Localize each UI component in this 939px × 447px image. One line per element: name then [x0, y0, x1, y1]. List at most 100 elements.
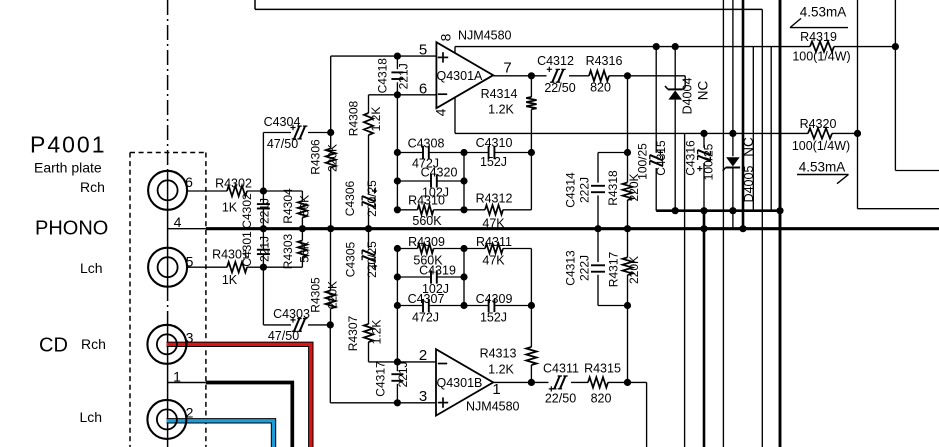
- svg-text:47K: 47K: [482, 254, 505, 268]
- svg-text:NJM4580: NJM4580: [466, 400, 520, 414]
- svg-text:D4004: D4004: [681, 78, 695, 115]
- svg-text:PHONO: PHONO: [35, 218, 108, 240]
- svg-text:1.2K: 1.2K: [488, 103, 514, 117]
- svg-text:220K: 220K: [627, 256, 641, 284]
- svg-text:C4315: C4315: [654, 140, 668, 176]
- svg-text:C4308: C4308: [408, 137, 445, 151]
- svg-text:Rch: Rch: [80, 179, 105, 195]
- svg-text:47/50: 47/50: [267, 137, 298, 151]
- svg-text:560K: 560K: [413, 254, 443, 268]
- svg-text:R4303: R4303: [281, 234, 295, 270]
- svg-text:Lch: Lch: [80, 409, 103, 425]
- svg-text:47K: 47K: [482, 217, 505, 231]
- svg-text:220K: 220K: [627, 173, 641, 201]
- svg-text:R4304: R4304: [281, 188, 295, 224]
- svg-text:Earth plate: Earth plate: [34, 160, 102, 176]
- svg-text:C4303: C4303: [273, 307, 310, 321]
- svg-text:2: 2: [186, 405, 194, 421]
- svg-text:P4001: P4001: [30, 132, 107, 158]
- svg-text:D4005: D4005: [742, 166, 756, 203]
- svg-text:C4318: C4318: [376, 58, 390, 94]
- svg-text:1K: 1K: [222, 273, 238, 287]
- svg-text:2: 2: [419, 347, 427, 364]
- svg-text:560K: 560K: [412, 214, 442, 228]
- svg-text:5: 5: [419, 42, 427, 59]
- svg-text:472J: 472J: [412, 157, 439, 171]
- svg-text:R4318: R4318: [606, 170, 620, 206]
- svg-text:R4317: R4317: [607, 252, 621, 288]
- svg-text:Lch: Lch: [80, 260, 103, 276]
- svg-text:C4311: C4311: [543, 362, 579, 376]
- svg-text:100(1/4W): 100(1/4W): [792, 139, 850, 153]
- svg-text:C4312: C4312: [537, 54, 574, 68]
- svg-text:C4317: C4317: [374, 361, 388, 397]
- svg-text:C4306: C4306: [343, 181, 357, 217]
- svg-text:C4307: C4307: [408, 292, 445, 306]
- svg-text:R4305: R4305: [309, 277, 323, 313]
- svg-text:R4313: R4313: [480, 347, 517, 361]
- svg-text:102J: 102J: [422, 186, 449, 200]
- svg-text:C4301: C4301: [240, 231, 254, 267]
- svg-text:C4309: C4309: [476, 292, 513, 306]
- svg-text:102J: 102J: [422, 282, 449, 296]
- svg-text:22/50: 22/50: [545, 392, 576, 406]
- svg-text:3: 3: [419, 388, 427, 405]
- svg-text:1: 1: [173, 369, 181, 385]
- svg-text:C4304: C4304: [264, 115, 301, 129]
- svg-text:Q4301A: Q4301A: [437, 69, 484, 83]
- svg-text:C4305: C4305: [344, 242, 358, 278]
- svg-text:NJM4580: NJM4580: [458, 29, 512, 43]
- svg-text:R4309: R4309: [408, 235, 445, 249]
- svg-text:152J: 152J: [480, 311, 507, 325]
- svg-text:R4315: R4315: [584, 362, 621, 376]
- svg-text:220K: 220K: [326, 281, 340, 309]
- svg-text:220/25: 220/25: [365, 241, 379, 278]
- svg-text:56K: 56K: [298, 241, 312, 262]
- svg-text:221J: 221J: [396, 361, 410, 387]
- svg-text:C4313: C4313: [564, 250, 578, 286]
- svg-text:222J: 222J: [578, 177, 592, 203]
- svg-text:R4308: R4308: [347, 101, 361, 137]
- svg-text:222J: 222J: [578, 255, 592, 281]
- svg-text:152J: 152J: [480, 155, 507, 169]
- svg-text:NC: NC: [741, 137, 756, 157]
- svg-text:820: 820: [590, 81, 611, 95]
- svg-text:C4319: C4319: [419, 264, 456, 278]
- svg-text:Rch: Rch: [81, 336, 106, 352]
- svg-text:22/50: 22/50: [544, 81, 575, 95]
- svg-text:3: 3: [186, 330, 194, 346]
- svg-text:220K: 220K: [326, 144, 340, 172]
- svg-text:1: 1: [492, 381, 500, 398]
- svg-text:R4319: R4319: [800, 30, 837, 44]
- svg-text:5: 5: [186, 254, 194, 270]
- svg-text:R4312: R4312: [476, 192, 513, 206]
- svg-text:100(1/4W): 100(1/4W): [792, 50, 850, 64]
- svg-text:1.2K: 1.2K: [370, 320, 384, 345]
- svg-text:47/50: 47/50: [268, 329, 299, 343]
- svg-text:100/25: 100/25: [702, 143, 716, 180]
- svg-text:7: 7: [503, 60, 511, 77]
- svg-text:R4310: R4310: [408, 194, 445, 208]
- svg-text:R4311: R4311: [476, 235, 512, 249]
- svg-text:C4314: C4314: [564, 172, 578, 208]
- svg-text:R4307: R4307: [346, 316, 360, 352]
- svg-text:R4302: R4302: [215, 177, 252, 191]
- svg-text:1K: 1K: [222, 201, 238, 215]
- svg-text:R4316: R4316: [586, 54, 623, 68]
- svg-text:220/25: 220/25: [365, 180, 379, 217]
- svg-text:C4316: C4316: [684, 140, 698, 176]
- svg-text:4: 4: [174, 214, 182, 230]
- svg-text:Q4301B: Q4301B: [437, 376, 483, 390]
- svg-text:R4301: R4301: [212, 248, 249, 262]
- svg-text:472J: 472J: [412, 311, 439, 325]
- svg-text:6: 6: [185, 174, 193, 190]
- svg-text:1.2K: 1.2K: [369, 107, 383, 132]
- svg-text:C4320: C4320: [421, 166, 458, 180]
- svg-text:NC: NC: [696, 81, 711, 101]
- svg-text:R4314: R4314: [481, 87, 518, 101]
- svg-text:8: 8: [438, 33, 454, 41]
- svg-text:C4302: C4302: [240, 193, 254, 229]
- svg-text:56K: 56K: [298, 195, 312, 216]
- svg-text:R4306: R4306: [309, 139, 323, 175]
- svg-text:4.53mA: 4.53mA: [800, 5, 847, 20]
